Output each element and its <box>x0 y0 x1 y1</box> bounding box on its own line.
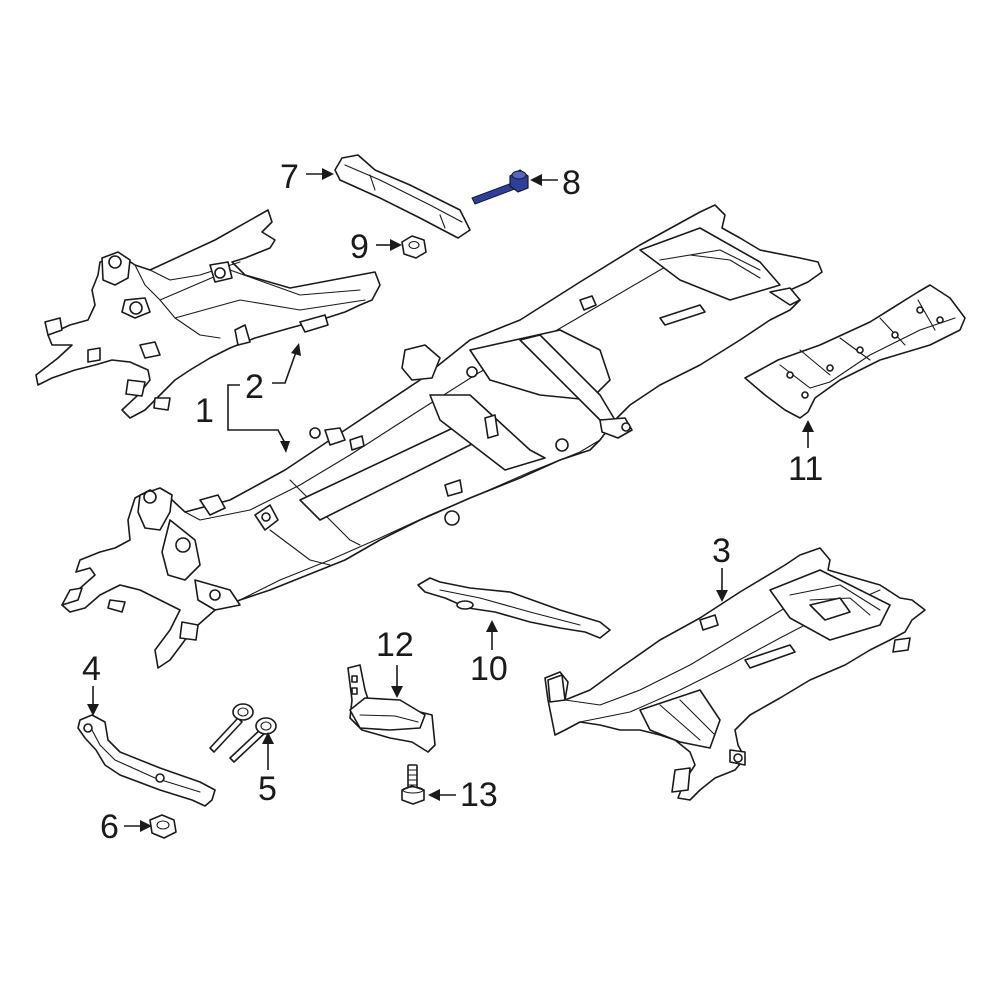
mount-bracket-part-12 <box>347 664 436 753</box>
callout-4: 4 <box>82 650 101 688</box>
callout-7: 7 <box>280 158 299 196</box>
callout-3: 3 <box>712 532 731 570</box>
nut-part-9 <box>401 235 427 259</box>
frame-assembly-part <box>61 204 823 669</box>
cross-brace-part-10 <box>417 577 611 639</box>
callout-10: 10 <box>470 650 508 688</box>
callout-9: 9 <box>350 228 369 266</box>
bolt-part-8-highlighted[interactable] <box>471 169 529 205</box>
bracket-part-4 <box>77 714 216 807</box>
callout-12: 12 <box>376 626 414 664</box>
callout-1: 1 <box>195 392 214 430</box>
callout-labels: 1 2 3 4 5 6 7 8 9 10 11 12 13 <box>82 158 823 846</box>
callout-8: 8 <box>562 164 581 202</box>
flange-bolt-part-13 <box>401 764 425 805</box>
leader-lines <box>87 168 814 832</box>
callout-5: 5 <box>258 770 277 808</box>
nut-part-6 <box>149 814 177 839</box>
callout-11: 11 <box>788 450 823 488</box>
skid-plate-part-11 <box>744 284 966 419</box>
shield-plate-part-7 <box>334 154 471 239</box>
callout-6: 6 <box>100 808 119 846</box>
callout-13: 13 <box>460 776 498 814</box>
rear-frame-section-part <box>544 547 926 801</box>
front-frame-section-part <box>35 209 381 419</box>
callout-2: 2 <box>245 368 264 406</box>
bolt-pair-part-5 <box>209 703 277 763</box>
